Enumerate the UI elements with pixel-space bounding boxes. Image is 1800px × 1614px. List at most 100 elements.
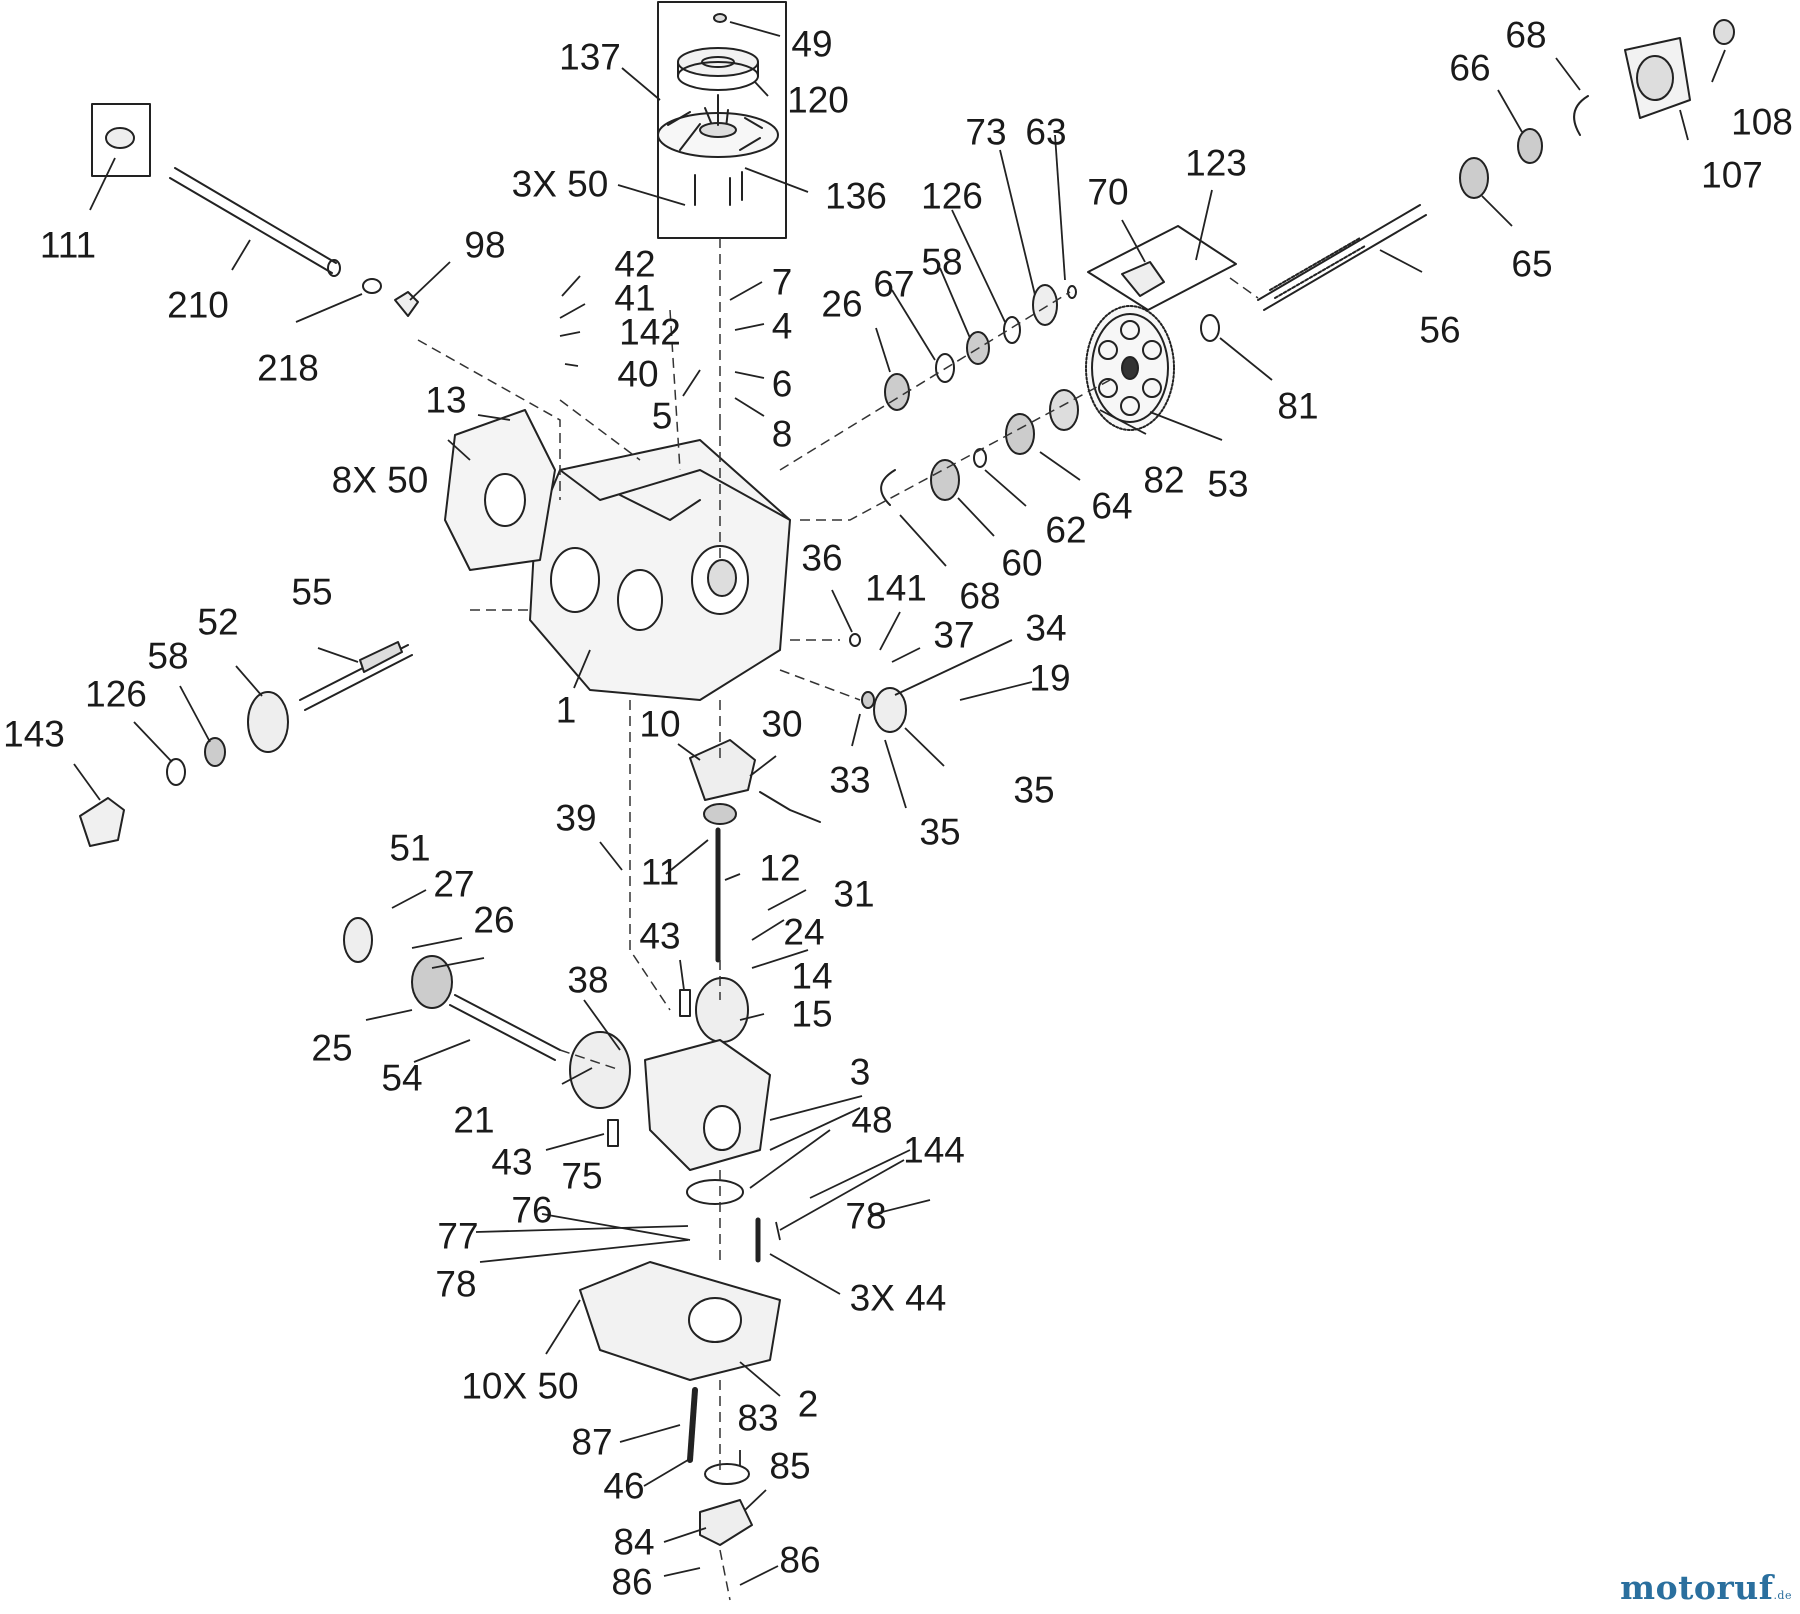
callout-label: 143 [3, 713, 65, 755]
callout-label: 86 [611, 1561, 653, 1603]
callout-label: 31 [833, 873, 875, 915]
pin-43 [607, 1119, 619, 1147]
callout-label: 27 [433, 863, 475, 905]
sump-2 [579, 1261, 781, 1381]
callout-label: 75 [561, 1155, 603, 1197]
callout-label: 36 [801, 537, 843, 579]
hub-107 [1624, 37, 1691, 119]
washer-33 [861, 691, 875, 709]
callout-label: 78 [435, 1263, 477, 1305]
cap-box-111 [91, 103, 151, 177]
callout-label: 68 [1505, 14, 1547, 56]
callout-label: 49 [791, 23, 833, 65]
callout-label: 126 [921, 175, 983, 217]
nut-108 [1713, 19, 1735, 45]
callout-label: 98 [464, 224, 506, 266]
callout-label: 73 [965, 111, 1007, 153]
callout-label: 13 [425, 379, 467, 421]
callout-label: 3X 50 [511, 163, 609, 205]
callout-label: 3X 44 [849, 1277, 947, 1319]
bracket-box-70 [1087, 225, 1237, 311]
callout-label: 40 [617, 353, 659, 395]
nut-49 [713, 13, 727, 23]
callout-label: 142 [619, 311, 681, 353]
bearing-66 [1517, 128, 1543, 164]
callout-label: 144 [903, 1129, 965, 1171]
bearing-60 [930, 459, 960, 501]
callout-label: 6 [771, 363, 793, 405]
bearing-82 [1049, 389, 1079, 431]
callout-label: 70 [1087, 171, 1129, 213]
callout-label: 24 [783, 911, 825, 953]
main-housing-1 [529, 439, 791, 701]
callout-label: 111 [39, 224, 97, 266]
callout-label: 78 [845, 1195, 887, 1237]
axle-shaft-210 [169, 167, 341, 277]
center-section-3 [644, 1039, 771, 1171]
snap-ring-68-upper [1573, 95, 1589, 136]
callout-label: 34 [1025, 607, 1067, 649]
callout-label: 56 [1419, 309, 1461, 351]
callout-label: 2 [797, 1383, 819, 1425]
callout-label: 12 [759, 847, 801, 889]
assembly-lines [417, 238, 1259, 1601]
callout-label: 87 [571, 1421, 613, 1463]
callout-label: 81 [1277, 385, 1319, 427]
callout-label: 53 [1207, 463, 1249, 505]
callout-label: 107 [1701, 154, 1763, 196]
callout-label: 123 [1185, 142, 1247, 184]
callout-label: 35 [919, 811, 961, 853]
callout-label: 120 [787, 79, 849, 121]
callout-label: 5 [651, 395, 673, 437]
callout-label: 35 [1013, 769, 1055, 811]
callout-label: 43 [639, 915, 681, 957]
callout-label: 30 [761, 703, 803, 745]
bearing-11 [703, 803, 737, 825]
callout-label: 26 [821, 283, 863, 325]
callout-label: 10 [639, 703, 681, 745]
callout-label: 41 [614, 277, 656, 319]
callout-label: 14 [791, 955, 833, 997]
callout-label: 60 [1001, 542, 1043, 584]
callout-label: 218 [257, 347, 319, 389]
callout-label: 63 [1025, 111, 1067, 153]
bearing-26-lower [411, 955, 453, 1009]
ring-67 [935, 353, 955, 383]
lever-31 [759, 791, 821, 823]
cap-84 [699, 1499, 753, 1546]
ring-126-left [166, 758, 186, 786]
shaft-54 [449, 994, 561, 1061]
callout-label: 11 [640, 851, 680, 893]
callout-label: 7 [771, 261, 793, 303]
bearing-64 [1005, 413, 1035, 455]
callout-label: 58 [147, 635, 189, 677]
sprocket-51 [343, 917, 373, 963]
ring-218 [362, 278, 382, 294]
callout-label: 67 [873, 263, 915, 305]
callout-label: 42 [614, 243, 656, 285]
callout-label: 21 [453, 1099, 495, 1141]
callout-label: 54 [381, 1057, 423, 1099]
callout-label: 126 [85, 673, 147, 715]
watermark-logo: motoruf.de [1620, 1571, 1792, 1604]
callout-label: 37 [933, 614, 975, 656]
callout-label: 25 [311, 1027, 353, 1069]
fan-part [657, 94, 779, 158]
callout-label: 66 [1449, 47, 1491, 89]
callout-label: 52 [197, 601, 239, 643]
watermark-brand: motoruf [1620, 1568, 1774, 1607]
callout-label: 39 [555, 797, 597, 839]
callout-label: 84 [613, 1521, 655, 1563]
callout-label: 3 [849, 1051, 871, 1093]
callout-label: 8X 50 [331, 459, 429, 501]
callout-label: 33 [829, 759, 871, 801]
pulley-hub [701, 56, 735, 68]
nut-36 [849, 633, 861, 647]
washer-81 [1200, 314, 1220, 342]
washer-62 [973, 448, 987, 468]
brake-10 [689, 739, 756, 801]
callout-label: 210 [167, 284, 229, 326]
callout-label: 136 [825, 175, 887, 217]
ring-83 [704, 1463, 750, 1485]
